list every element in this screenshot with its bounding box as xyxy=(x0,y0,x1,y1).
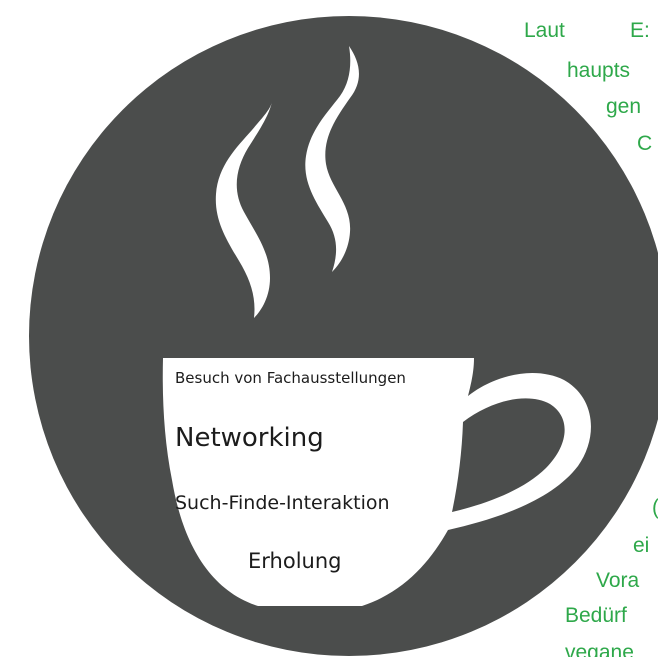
cup-label-such-finde-interaktion: Such-Finde-Interaktion xyxy=(175,492,390,514)
side-text-line-7: Vora xyxy=(596,569,640,592)
side-text-line-8: Bedürf xyxy=(565,604,627,627)
cup-label-erholung: Erholung xyxy=(248,549,342,573)
cup-label-fachausstellungen: Besuch von Fachausstellungen xyxy=(175,369,406,387)
side-text-line-9: vegane xyxy=(565,641,634,657)
side-text-line-3: gen xyxy=(606,95,642,118)
steam-icon xyxy=(215,46,359,318)
side-text-line-1b: E: xyxy=(630,19,650,42)
side-text-line-5: ( xyxy=(652,497,658,518)
side-text-line-6: ei xyxy=(633,534,650,557)
side-text-line-4: C xyxy=(637,132,653,155)
cup-label-networking: Networking xyxy=(175,423,324,453)
side-text-line-1a: Laut xyxy=(524,19,565,42)
coffee-cup-icon xyxy=(162,358,591,606)
side-text-line-2: haupts xyxy=(567,59,631,82)
